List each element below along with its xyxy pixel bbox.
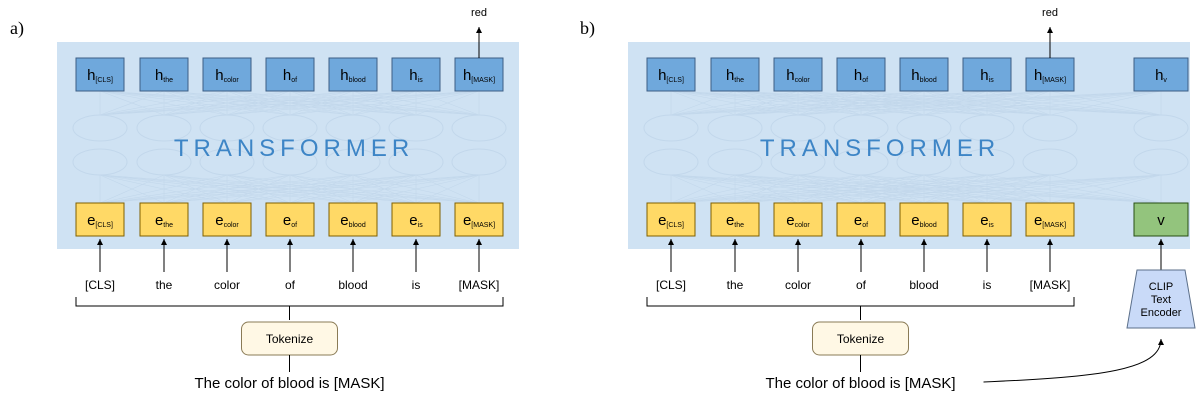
hidden-state-label: h[CLS] xyxy=(87,67,113,84)
transformer-title: TRANSFORMER xyxy=(174,135,414,162)
token-label: the xyxy=(727,278,744,292)
token-label: color xyxy=(214,278,240,292)
embedding-label: eof xyxy=(854,212,868,229)
sentence-to-encoder-curve xyxy=(983,338,1164,383)
clip-encoder-label: Encoder xyxy=(1141,307,1182,319)
input-sentence: The color of blood is [MASK] xyxy=(765,375,955,392)
token-label: [MASK] xyxy=(459,278,500,292)
embedding-box xyxy=(391,202,441,237)
embedding-label: e[MASK] xyxy=(1034,212,1066,229)
token-label: of xyxy=(285,278,296,292)
hidden-state-box xyxy=(328,57,378,92)
hidden-state-box xyxy=(646,57,696,92)
panel-label: b) xyxy=(580,18,595,39)
clip-text-encoder-box xyxy=(1126,269,1196,329)
hidden-state-box xyxy=(202,57,252,92)
token-label: color xyxy=(785,278,811,292)
embedding-label: ecolor xyxy=(786,212,810,229)
embedding-label: eof xyxy=(283,212,297,229)
embedding-label: e[CLS] xyxy=(658,212,684,229)
embedding-label: ethe xyxy=(155,212,173,229)
hidden-state-label: his xyxy=(409,67,423,84)
visual-embedding-label: v xyxy=(1157,212,1165,229)
clip-encoder-label: Text xyxy=(1151,294,1171,306)
embedding-box xyxy=(202,202,252,237)
token-label: [MASK] xyxy=(1030,278,1071,292)
token-label: blood xyxy=(338,278,367,292)
embedding-label: ecolor xyxy=(215,212,239,229)
embedding-label: e[MASK] xyxy=(463,212,495,229)
visual-embedding-box xyxy=(1133,202,1189,237)
embedding-box xyxy=(899,202,949,237)
embedding-box xyxy=(646,202,696,237)
token-label: is xyxy=(983,278,992,292)
panel-b: b) TRANSFORMER h[CLS] hthe hcolor hof hblood hi… xyxy=(580,7,1196,392)
tokenize-label: Tokenize xyxy=(266,332,314,346)
hidden-state-box xyxy=(773,57,823,92)
hidden-state-label: hthe xyxy=(726,67,744,84)
hidden-state-label: hblood xyxy=(340,67,366,84)
hidden-state-label: h[MASK] xyxy=(1034,67,1066,84)
tokenize-label: Tokenize xyxy=(837,332,885,346)
hidden-state-box xyxy=(75,57,125,92)
panel-a: a) TRANSFORMER h[CLS] hthe hcolor hof hblood hi… xyxy=(10,7,519,392)
hidden-state-box xyxy=(391,57,441,92)
hidden-state-label: hcolor xyxy=(786,67,810,84)
embedding-box xyxy=(265,202,315,237)
embedding-label: ethe xyxy=(726,212,744,229)
token-bracket xyxy=(646,297,1075,320)
hidden-state-box xyxy=(899,57,949,92)
embedding-box xyxy=(773,202,823,237)
embedding-box xyxy=(454,202,504,237)
input-sentence: The color of blood is [MASK] xyxy=(194,375,384,392)
embedding-box xyxy=(1025,202,1075,237)
token-label: [CLS] xyxy=(656,278,686,292)
embedding-label: e[CLS] xyxy=(87,212,113,229)
hidden-state-label: h[MASK] xyxy=(463,67,495,84)
hidden-state-box xyxy=(265,57,315,92)
token-label: the xyxy=(156,278,173,292)
embedding-box xyxy=(836,202,886,237)
hidden-state-label: his xyxy=(980,67,994,84)
embedding-box xyxy=(962,202,1012,237)
embedding-box xyxy=(75,202,125,237)
hidden-state-box xyxy=(454,57,504,92)
hidden-state-box xyxy=(710,57,760,92)
embedding-box xyxy=(710,202,760,237)
embedding-label: eblood xyxy=(340,212,366,229)
panel-label: a) xyxy=(10,18,24,39)
output-label: red xyxy=(471,7,487,19)
transformer-network-lines xyxy=(643,90,1189,204)
hidden-state-label: hof xyxy=(854,67,868,84)
embedding-label: eis xyxy=(980,212,994,229)
token-label: [CLS] xyxy=(85,278,115,292)
token-bracket xyxy=(75,297,504,320)
hidden-state-box xyxy=(139,57,189,92)
embedding-label: eblood xyxy=(911,212,937,229)
visual-hidden-state-label: hv xyxy=(1155,67,1167,84)
embedding-label: eis xyxy=(409,212,423,229)
output-label: red xyxy=(1042,7,1058,19)
transformer-title: TRANSFORMER xyxy=(760,135,1000,162)
token-label: of xyxy=(856,278,867,292)
hidden-state-box xyxy=(962,57,1012,92)
transformer-network-lines xyxy=(72,90,507,204)
hidden-state-label: hthe xyxy=(155,67,173,84)
embedding-box xyxy=(328,202,378,237)
token-label: is xyxy=(412,278,421,292)
clip-encoder-label: CLIP xyxy=(1149,281,1173,293)
hidden-state-box xyxy=(836,57,886,92)
hidden-state-label: hcolor xyxy=(215,67,239,84)
embedding-box xyxy=(139,202,189,237)
hidden-state-label: h[CLS] xyxy=(658,67,684,84)
token-label: blood xyxy=(909,278,938,292)
hidden-state-label: hof xyxy=(283,67,297,84)
visual-hidden-state-box xyxy=(1133,57,1189,92)
hidden-state-label: hblood xyxy=(911,67,937,84)
